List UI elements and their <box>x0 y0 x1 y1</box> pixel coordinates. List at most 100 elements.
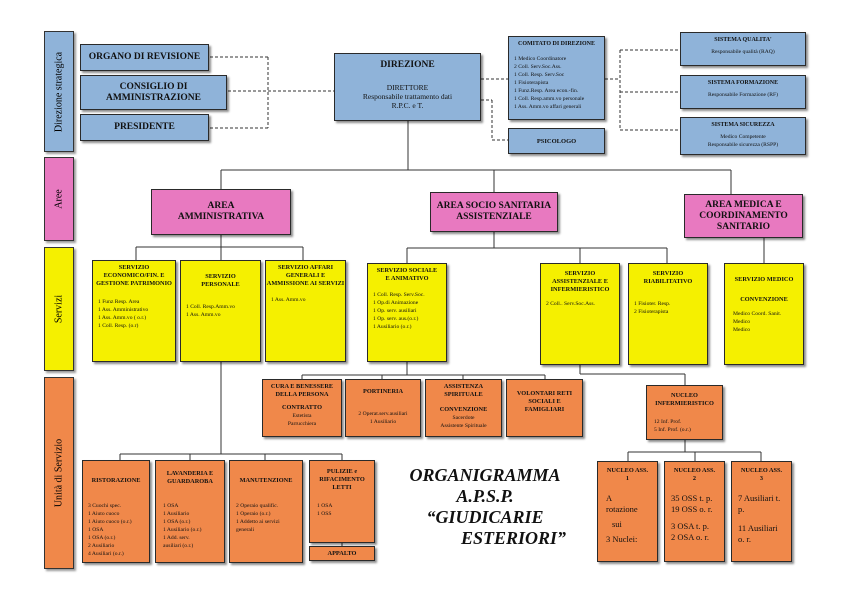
servizio-line: 1 Coll. Resp.Amm.vo <box>186 304 235 310</box>
portineria-line: 2 Operat.serv.ausiliari <box>358 411 408 417</box>
direzione-line2: Responsabile trattamento dati <box>362 92 453 101</box>
comitato-line: 1 Coll. Resp. Serv.Soc <box>514 72 565 78</box>
nucleo-2-line: 2 OSA o. r. <box>671 532 710 542</box>
servizio-line: Medico Coord. Sanit. <box>733 311 782 317</box>
pulizie-line: 1 OSS <box>317 511 332 517</box>
lavanderia-line: 1 OSA <box>163 503 179 509</box>
nucleo-ass-3: NUCLEO ASS. 3 7 Ausiliari t. p. 11 Ausil… <box>731 461 792 562</box>
direzione-line3: R.P.C. e T. <box>391 101 424 110</box>
nucleo-1-title: NUCLEO ASS. 1 <box>606 467 649 482</box>
sistema-sicurezza-title: SISTEMA SICUREZZA <box>711 122 775 128</box>
manutenzione-title: MANUTENZIONE <box>239 477 293 484</box>
servizio-line: 1 Coll. Resp. (o.r) <box>98 323 139 329</box>
sidebar-label: Direzione strategica <box>53 51 65 132</box>
sidebar-aree: Aree <box>44 157 74 241</box>
nucleo-1-line: A <box>606 493 613 503</box>
area-medica-label: AREA MEDICA E COORDINAMENTO SANITARIO <box>699 199 788 232</box>
area-socio-label: AREA SOCIO SANITARIA ASSISTENZIALE <box>436 201 552 222</box>
servizio-line: 1 Ass. Amm.vo <box>271 297 306 303</box>
direzione-line1: DIRETTORE <box>386 83 429 92</box>
sistema-sicurezza-line: Responsabile sicurezza (RSPP) <box>707 142 779 148</box>
servizio-medico-title: SERVIZIO MEDICO <box>734 276 794 283</box>
ristorazione-line: 1 Aiuto cuoco <box>88 511 120 517</box>
ristorazione-line: 4 Ausiliari (o.r.) <box>88 551 124 557</box>
cura-subtitle: CONTRATTO <box>281 404 322 411</box>
sidebar-servizi: Servizi <box>44 247 74 371</box>
servizio-line: 1 Op. serv. aus.(o.r.) <box>373 316 419 322</box>
organigramma-title: ORGANIGRAMMA A.P.S.P. “GIUDICARIE ESTERI… <box>400 465 570 549</box>
spirituale-subtitle: CONVENZIONE <box>439 406 488 413</box>
sistema-formazione-line: Responsabile Formazione (RF) <box>708 92 778 98</box>
comitato-line: 1 Ass. Amm.vo affari generali <box>514 104 582 110</box>
servizio-sociale: SERVIZIO SOCIALE E ANIMATIVO 1 Coll. Res… <box>367 263 447 362</box>
servizio-line: Medico <box>733 319 751 325</box>
direzione-box: DIREZIONE DIRETTORE Responsabile trattam… <box>334 53 481 121</box>
servizio-line: 1 Ass. Amministrativo <box>98 307 149 313</box>
servizio-assistenziale-title: SERVIZIO ASSISTENZIALE E INFERMIERISTICO <box>550 270 610 293</box>
area-socio-sanitaria: AREA SOCIO SANITARIA ASSISTENZIALE <box>430 192 558 232</box>
servizio-line: 1 Ass. Amm.vo ( o.r.) <box>98 315 147 321</box>
presidente: PRESIDENTE <box>80 114 209 141</box>
title-line-4: ESTERIORI” <box>460 528 566 548</box>
comitato-di-direzione: COMITATO DI DIREZIONE 1 Medico Coordinat… <box>508 36 605 120</box>
sidebar-label: Unità di Servizio <box>53 438 65 508</box>
manutenzione-line: 1 Operaio (o.r.) <box>236 511 271 517</box>
presidente-label: PRESIDENTE <box>114 122 175 132</box>
servizio-line: 2 Coll.. Serv.Soc.Ass. <box>546 301 595 307</box>
portineria-title: PORTINERIA <box>362 388 403 395</box>
pulizie-title: PULIZIE e RIFACIMENTO LETTI <box>319 468 365 491</box>
area-amministrativa-label: AREA AMMINISTRATIVA <box>177 201 265 222</box>
lavanderia-line: 1 Ausiliario (o.r.) <box>163 527 202 533</box>
comitato-line: 2 Coll. Serv.Soc.Ass. <box>514 64 562 70</box>
comitato-line: 1 Funz.Resp. Area econ.-fin. <box>514 88 579 94</box>
cura-title: CURA E BENESSERE DELLA PERSONA <box>270 383 334 398</box>
volontari-title: VOLONTARI RETI SOCIALI E FAMIGLIARI <box>516 390 573 413</box>
consiglio-di-amministrazione: CONSIGLIO DI AMMINISTRAZIONE <box>80 75 227 110</box>
servizio-line: 1 Funz Resp. Area <box>98 299 140 305</box>
nucleo-2-title: NUCLEO ASS. 2 <box>673 467 716 482</box>
unita-pulizie: PULIZIE e RIFACIMENTO LETTI 1 OSA 1 OSS <box>309 460 375 543</box>
sistema-sicurezza: SISTEMA SICUREZZA Medico Competente Resp… <box>680 117 806 155</box>
nucleo-ass-2: NUCLEO ASS. 2 35 OSS t. p. 19 OSS o. r. … <box>664 461 725 562</box>
sidebar-label: Servizi <box>53 294 65 324</box>
servizio-medico: SERVIZIO MEDICO CONVENZIONE Medico Coord… <box>724 263 804 365</box>
comitato-title: COMITATO DI DIREZIONE <box>517 41 595 47</box>
servizio-personale-title: SERVIZIO PERSONALE <box>201 273 240 288</box>
nucleo-3-title: NUCLEO ASS. 3 <box>740 467 783 482</box>
servizio-line: 1 Op.di Animazione <box>373 300 419 306</box>
unita-lavanderia: LAVANDERIA E GUARDAROBA 1 OSA 1 Ausiliar… <box>155 460 225 563</box>
servizio-sociale-title: SERVIZIO SOCIALE E ANIMATIVO <box>376 267 438 282</box>
ristorazione-line: 1 Aiuto cuoco (o.r.) <box>88 519 132 525</box>
servizio-economico-title: SERVIZIO ECONOMICO/FIN. E GESTIONE PATRI… <box>96 264 172 287</box>
unita-portineria: PORTINERIA 2 Operat.serv.ausiliari 1 Aus… <box>345 379 421 437</box>
servizio-affari-generali: SERVIZIO AFFARI GENERALI E AMMISSIONE AI… <box>265 260 346 362</box>
unita-cura-benessere: CURA E BENESSERE DELLA PERSONA CONTRATTO… <box>262 379 342 437</box>
title-line-1: ORGANIGRAMMA <box>409 465 561 485</box>
consiglio-label: CONSIGLIO DI AMMINISTRAZIONE <box>105 81 201 103</box>
servizio-personale: SERVIZIO PERSONALE 1 Coll. Resp.Amm.vo 1… <box>180 260 261 362</box>
sidebar-unita-di-servizio: Unità di Servizio <box>44 377 74 569</box>
sistema-formazione: SISTEMA FORMAZIONE Responsabile Formazio… <box>680 75 806 109</box>
nucleo-2-line: 35 OSS t. p. <box>671 493 713 503</box>
manutenzione-line: generali <box>236 527 255 533</box>
sidebar-label: Aree <box>53 189 65 209</box>
lavanderia-line: 1 Add. serv. <box>163 535 190 541</box>
nucleo-ass-1: NUCLEO ASS. 1 A rotazione sui 3 Nuclei: <box>597 461 658 562</box>
servizio-economico: SERVIZIO ECONOMICO/FIN. E GESTIONE PATRI… <box>92 260 176 362</box>
servizio-medico-subtitle: CONVENZIONE <box>740 296 788 303</box>
nucleo-3-line <box>738 515 791 523</box>
comitato-line: 1 Medico Coordinatore <box>514 56 567 62</box>
nucleo-3-line: 7 Ausiliari t. p. <box>738 493 781 514</box>
nucleo-3-line: 11 Ausiliari o. r. <box>738 523 778 544</box>
title-line-3: “GIUDICARIE <box>426 507 544 527</box>
nucleo-2-line: 3 OSA t. p. <box>671 521 710 531</box>
ristorazione-line: 3 Cuochi spec. <box>88 503 122 509</box>
manutenzione-line: 2 Operaio qualific. <box>236 503 279 509</box>
sistema-qualita-line: Responsabile qualità (RAQ) <box>711 49 775 55</box>
nucleo-1-line: rotazione <box>606 504 638 514</box>
lavanderia-line: 1 Ausiliario <box>163 511 190 517</box>
spirituale-line: Sacerdote <box>452 415 475 421</box>
spirituale-line: Assistente Spirituale <box>440 423 487 429</box>
nucleo-inf-line: 5 Inf. Prof. (o.r.) <box>654 427 691 433</box>
